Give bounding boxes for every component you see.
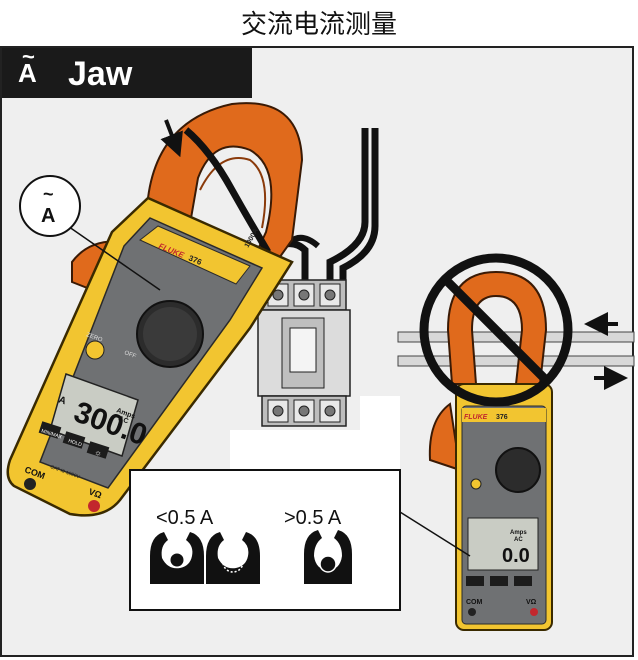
- insert-direction-arrow: [160, 119, 183, 158]
- callout-letter: A: [41, 205, 55, 227]
- inset-left-label: <0.5 A: [156, 507, 214, 529]
- small-reading: 0.0: [502, 545, 530, 567]
- section-label: Jaw: [68, 55, 133, 93]
- small-v-label: VΩ: [526, 599, 537, 606]
- small-brand: FLUKE: [464, 414, 488, 421]
- main-off-label: OFF: [123, 350, 137, 360]
- main-btn-light: ☼: [93, 447, 103, 458]
- main-btn-hold: HOLD: [67, 438, 82, 448]
- section-header-bar: [2, 48, 252, 98]
- page-title: 交流电流测量: [240, 10, 397, 40]
- circuit-breaker: [230, 128, 400, 470]
- inset-right-label: >0.5 A: [284, 507, 342, 529]
- main-v-label: VΩ: [87, 486, 103, 500]
- small-unit-bottom: AC: [514, 537, 523, 543]
- main-range-prefix: A: [57, 394, 68, 407]
- clamp-meter-small: [397, 253, 635, 631]
- inset-jaw-threshold: [129, 469, 471, 611]
- main-zero-label: ZERO: [85, 332, 103, 343]
- small-com-label: COM: [466, 599, 483, 606]
- main-unit-bottom: AC: [117, 415, 129, 425]
- ac-current-icon: A: [18, 58, 37, 88]
- clamp-meter-main: [6, 102, 304, 517]
- callout-ac-symbol: [19, 175, 161, 291]
- ac-tilde-icon: ~: [22, 44, 35, 69]
- callout-tilde: ~: [43, 184, 54, 204]
- small-model: 376: [496, 414, 508, 421]
- small-unit-top: Amps: [510, 530, 527, 536]
